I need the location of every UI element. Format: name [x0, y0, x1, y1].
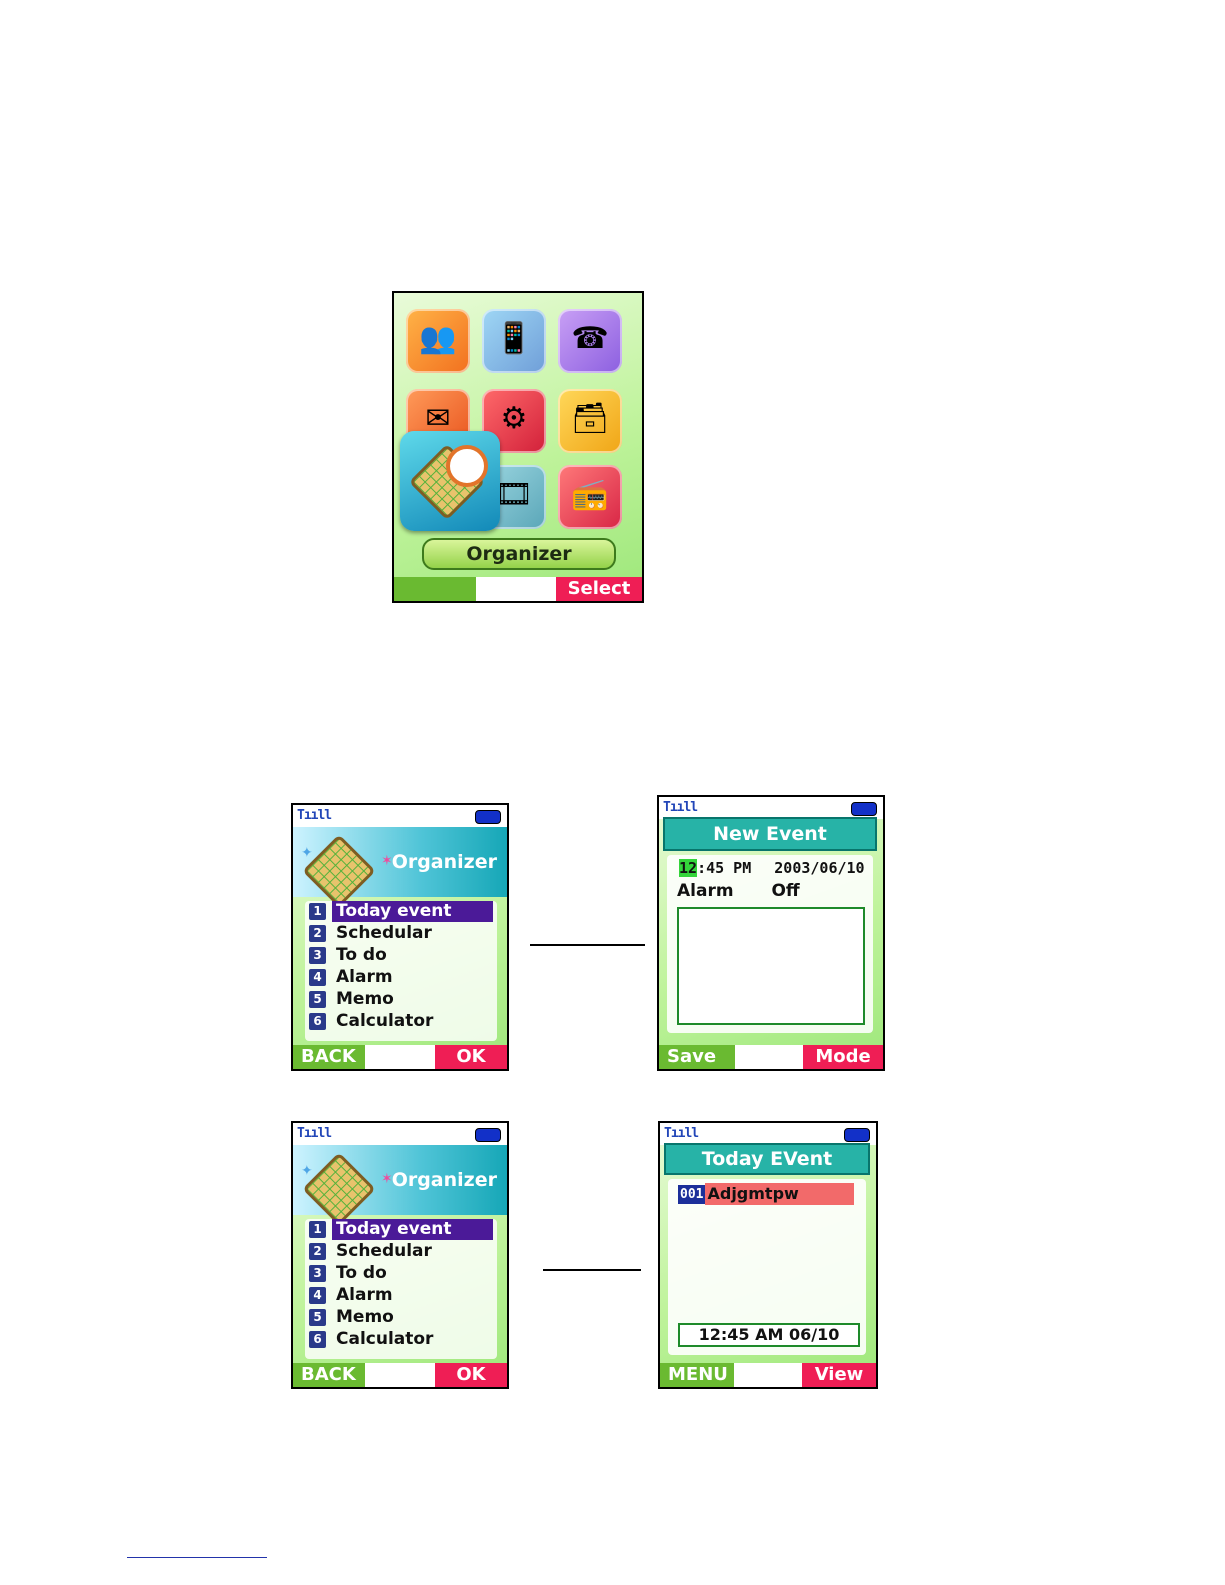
ok-softkey[interactable]: OK	[435, 1363, 507, 1387]
main-menu-screen: 👥 📱 ☎ ✉ ⚙ 🗃 🎞 📻 Organizer Select	[392, 291, 644, 603]
softkey-bar: MENU View	[660, 1363, 876, 1387]
event-time-row: 12:45 PM 2003/06/10	[679, 859, 865, 877]
flow-connector-1	[530, 944, 645, 946]
event-content-panel: 12:45 PM 2003/06/10 Alarm Off	[667, 855, 873, 1033]
menu-item-today-event[interactable]: 1 Today event	[309, 901, 493, 922]
organizer-header: ✦ ✶ Organizer	[293, 827, 507, 908]
menu-item-schedular[interactable]: 2 Schedular	[309, 923, 493, 944]
entry-number: 001	[678, 1184, 706, 1204]
today-event-screen: Tııll Today EVent 001 Adjgmtpw 12:45 AM …	[658, 1121, 878, 1389]
organizer-screen-b: Tııll ✦ ✶ Organizer 1 Today event 2 Sche…	[291, 1121, 509, 1389]
event-date[interactable]: 2003/06/10	[774, 859, 865, 877]
menu-item-to-do[interactable]: 3 To do	[309, 1263, 493, 1284]
back-softkey[interactable]: BACK	[293, 1045, 365, 1069]
calendar-icon	[302, 1152, 376, 1226]
contacts-icon[interactable]: 👥	[406, 309, 470, 373]
footnote-divider	[127, 1557, 267, 1558]
phone-card-icon[interactable]: 📱	[482, 309, 546, 373]
page-title: New Event	[663, 817, 877, 851]
status-bar: Tııll	[293, 1123, 507, 1145]
softkey-bar: Select	[394, 577, 642, 601]
menu-list: 1 Today event 2 Schedular 3 To do 4 Alar…	[305, 901, 497, 1041]
signal-icon: Tııll	[663, 800, 698, 815]
flow-connector-2	[543, 1269, 641, 1271]
alarm-row[interactable]: Alarm Off	[677, 881, 800, 901]
new-event-screen: Tııll New Event 12:45 PM 2003/06/10 Alar…	[657, 795, 885, 1071]
menu-item-calculator[interactable]: 6 Calculator	[309, 1329, 493, 1350]
softkey-bar: Save Mode	[659, 1045, 883, 1069]
calendar-icon	[302, 834, 376, 908]
signal-icon: Tııll	[297, 1126, 332, 1141]
save-softkey[interactable]: Save	[659, 1045, 735, 1069]
telephone-icon[interactable]: ☎	[558, 309, 622, 373]
event-datetime: 12:45 AM 06/10	[678, 1323, 860, 1347]
signal-icon: Tııll	[664, 1126, 699, 1141]
menu-list: 1 Today event 2 Schedular 3 To do 4 Alar…	[305, 1219, 497, 1359]
event-text-field[interactable]	[677, 907, 865, 1025]
battery-icon	[851, 802, 877, 816]
mode-softkey[interactable]: Mode	[803, 1045, 883, 1069]
menu-item-today-event[interactable]: 1 Today event	[309, 1219, 493, 1240]
menu-item-alarm[interactable]: 4 Alarm	[309, 967, 493, 988]
star-icon: ✶	[381, 853, 393, 869]
menu-item-calculator[interactable]: 6 Calculator	[309, 1011, 493, 1032]
organizer-screen-a: Tııll ✦ ✶ Organizer 1 Today event 2 Sche…	[291, 803, 509, 1071]
menu-item-memo[interactable]: 5 Memo	[309, 1307, 493, 1328]
menu-item-alarm[interactable]: 4 Alarm	[309, 1285, 493, 1306]
organizer-icon[interactable]	[400, 431, 500, 531]
menu-item-memo[interactable]: 5 Memo	[309, 989, 493, 1010]
battery-icon	[844, 1128, 870, 1142]
event-list-panel: 001 Adjgmtpw 12:45 AM 06/10	[668, 1179, 866, 1355]
status-bar: Tııll	[293, 805, 507, 827]
signal-icon: Tııll	[297, 808, 332, 823]
organizer-header: ✦ ✶ Organizer	[293, 1145, 507, 1226]
page-title: Organizer	[391, 851, 497, 873]
softkey-bar: BACK OK	[293, 1363, 507, 1387]
list-item[interactable]: 001 Adjgmtpw	[678, 1183, 854, 1205]
star-icon: ✶	[381, 1171, 393, 1187]
sparkle-icon: ✦	[301, 845, 313, 861]
selected-app-label: Organizer	[422, 538, 616, 570]
menu-item-to-do[interactable]: 3 To do	[309, 945, 493, 966]
alarm-value: Off	[771, 881, 800, 901]
status-bar: Tııll	[660, 1123, 876, 1145]
gift-box-icon[interactable]: 🗃	[558, 389, 622, 453]
view-softkey[interactable]: View	[802, 1363, 876, 1387]
sparkle-icon: ✦	[301, 1163, 313, 1179]
event-hour-field[interactable]: 12	[679, 859, 698, 877]
menu-softkey[interactable]: MENU	[660, 1363, 734, 1387]
alarm-label: Alarm	[677, 881, 734, 901]
back-softkey[interactable]: BACK	[293, 1363, 365, 1387]
battery-icon	[475, 1128, 501, 1142]
left-softkey[interactable]	[394, 577, 476, 601]
ok-softkey[interactable]: OK	[435, 1045, 507, 1069]
battery-icon	[475, 810, 501, 824]
radio-icon[interactable]: 📻	[558, 465, 622, 529]
event-time-rest: :45 PM	[697, 859, 752, 877]
softkey-bar: BACK OK	[293, 1045, 507, 1069]
select-softkey[interactable]: Select	[556, 577, 642, 601]
page-title: Today EVent	[664, 1143, 870, 1175]
status-bar: Tııll	[659, 797, 883, 819]
menu-item-schedular[interactable]: 2 Schedular	[309, 1241, 493, 1262]
entry-label: Adjgmtpw	[705, 1183, 854, 1205]
page-title: Organizer	[391, 1169, 497, 1191]
